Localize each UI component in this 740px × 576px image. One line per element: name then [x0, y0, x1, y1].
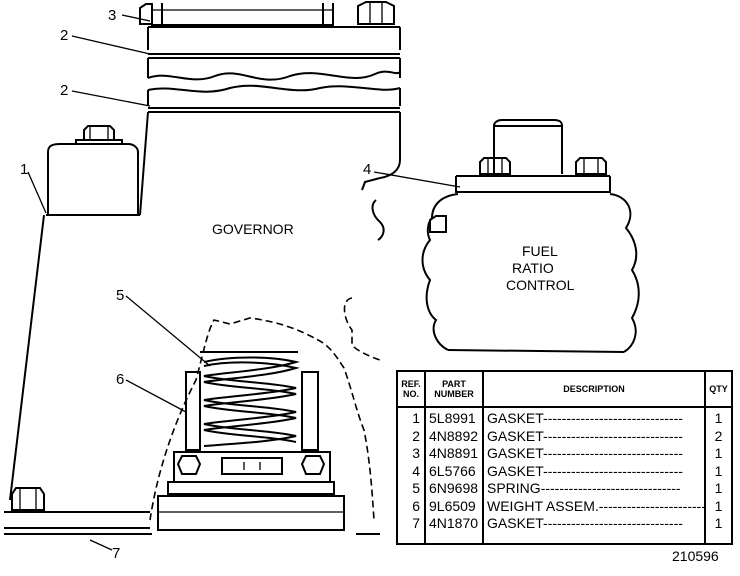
ref-cell: 3 [412, 445, 420, 461]
left-bracket [46, 125, 140, 216]
part-number-cell: 4N8891 [429, 445, 479, 461]
ref-cell: 4 [412, 462, 420, 479]
part-number-cell: 9L6509 [429, 497, 476, 514]
part-number-cell: 6N9698 [429, 480, 479, 496]
column-ref: 1 2 3 4 5 6 7 [398, 408, 426, 545]
ref-cell: 6 [412, 497, 420, 514]
callout-2-upper: 2 [60, 27, 68, 44]
bolt-icon [479, 157, 511, 175]
callout-1: 1 [20, 161, 28, 178]
qty-cell: 1 [714, 497, 723, 514]
callout-6: 6 [116, 371, 124, 388]
top-cover [139, 1, 395, 26]
column-description: GASKET------------------------------ GAS… [484, 408, 706, 545]
column-part-number: 5L8991 4N8892 4N8891 6L5766 6N9698 9L650… [426, 408, 484, 545]
ratio-label: RATIO [512, 260, 554, 276]
qty-cell: 1 [714, 445, 723, 461]
header-qty: QTY [709, 384, 728, 394]
callout-3: 3 [108, 7, 116, 24]
qty-cell: 1 [714, 480, 723, 496]
column-qty: 1 2 1 1 1 1 1 [706, 408, 731, 545]
governor-upper-housing [147, 27, 401, 113]
drawing-number: 210596 [672, 548, 719, 564]
spring [200, 351, 300, 447]
description-cell: SPRING------------------------------ [487, 480, 681, 496]
cutaway-outline [149, 317, 375, 521]
part-number-cell: 6L5766 [429, 462, 476, 479]
bolt-icon [357, 1, 395, 25]
ref-cell: 5 [412, 480, 420, 496]
callout-7: 7 [112, 545, 120, 562]
ref-cell: 7 [412, 515, 420, 531]
bolt-icon [11, 487, 45, 511]
description-cell: WEIGHT ASSEM.----------------------- [487, 497, 704, 514]
bolt-icon [575, 157, 607, 175]
ref-cell: 2 [412, 427, 420, 444]
ref-cell: 1 [412, 410, 420, 426]
callout-4: 4 [363, 161, 371, 178]
callout-2-lower: 2 [60, 82, 68, 99]
bottom-flange [4, 487, 380, 535]
description-cell: GASKET------------------------------ [487, 515, 683, 531]
qty-cell: 2 [714, 427, 723, 444]
part-number-cell: 4N8892 [429, 427, 479, 444]
fuel-label: FUEL [522, 243, 558, 259]
description-cell: GASKET------------------------------ [487, 462, 683, 479]
control-label: CONTROL [506, 277, 575, 293]
leader-lines [27, 14, 461, 551]
weight-assembly [157, 371, 345, 531]
fuel-ratio-control [421, 119, 640, 353]
description-cell: GASKET------------------------------ [487, 427, 683, 444]
governor-label: GOVERNOR [212, 221, 294, 237]
header-description: DESCRIPTION [484, 372, 706, 406]
part-number-cell: 4N1870 [429, 515, 479, 531]
qty-cell: 1 [714, 410, 723, 426]
description-cell: GASKET------------------------------ [487, 410, 683, 426]
header-ref-no: REF.NO. [398, 372, 426, 406]
callout-5: 5 [116, 287, 124, 304]
table-body: 1 2 3 4 5 6 7 5L8991 4N8892 4N8891 6L576… [398, 408, 731, 545]
description-cell: GASKET------------------------------ [487, 445, 683, 461]
qty-cell: 1 [714, 462, 723, 479]
bolt-icon [75, 125, 123, 145]
part-number-cell: 5L8991 [429, 410, 476, 426]
qty-cell: 1 [714, 515, 723, 531]
bolt-icon [139, 3, 153, 25]
governor-body [9, 111, 401, 501]
bolt-icon [429, 215, 447, 233]
